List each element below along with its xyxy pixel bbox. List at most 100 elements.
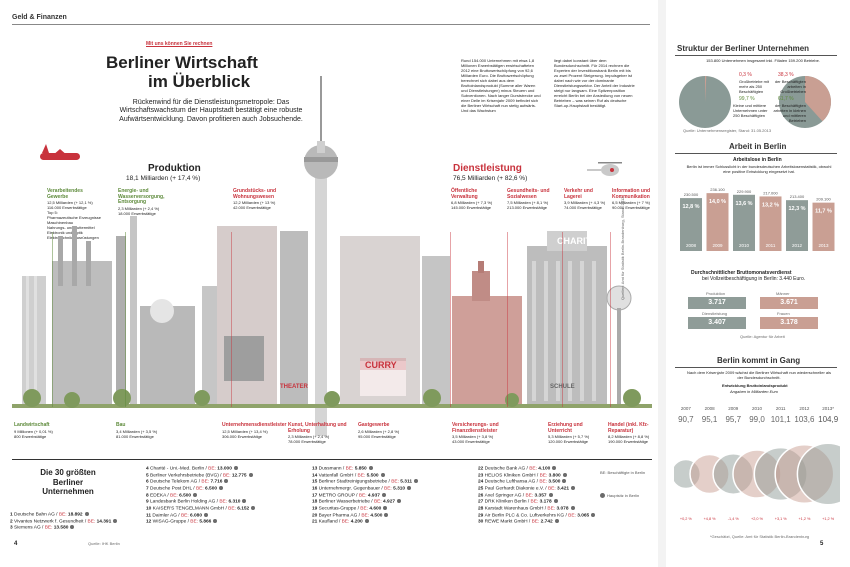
gdp-growth-label: +0,2 % xyxy=(680,517,693,521)
bar-rate-label: 11,7 % xyxy=(815,209,832,215)
work-subtitle: Arbeitslose in Berlin xyxy=(733,157,782,163)
table-row: 5 Berliner Verkehrsbetriebe (BVG) / BE: … xyxy=(146,472,255,480)
gdp-year-label: 2010 xyxy=(752,406,763,411)
sector-agriculture: Landwirtschaft 9 Millionen (+ 0,01 %) 80… xyxy=(14,422,53,439)
hq-dot-icon xyxy=(383,506,388,511)
gdp-growth-label: +3,1 % xyxy=(775,517,788,521)
sector-public-admin: Öffentliche Verwaltung 6,8 Milliarden (+… xyxy=(451,188,493,211)
income-men: 3.671 xyxy=(760,297,818,309)
table-row: 22 Deutsche Bank AG / BE: 4.100 xyxy=(478,466,595,473)
company-count: 5.500 xyxy=(366,472,379,478)
company-count: 6.080 xyxy=(190,512,203,518)
hq-dot-icon xyxy=(570,506,575,511)
company-count: 3.357 xyxy=(534,492,547,498)
income-label-men: Männer xyxy=(776,291,790,296)
top30-source: Quelle: IHK Berlin xyxy=(88,541,120,546)
company-count: 13.580 xyxy=(53,525,69,531)
table-row: 10 KAISER'S TENGELMANN GmbH / BE: 6.152 xyxy=(146,506,256,513)
section-label: Geld & Finanzen xyxy=(12,14,67,21)
city-buildings-left xyxy=(217,226,450,406)
company-bez: BE: xyxy=(547,506,557,512)
theater-sign: THEATER xyxy=(280,384,309,390)
company-name: Deutsche Bank AG / xyxy=(484,466,530,472)
income-source: Quelle: Agentur für Arbeit xyxy=(740,334,785,339)
hq-dot-icon xyxy=(368,466,373,470)
company-bez: BE: xyxy=(539,479,549,485)
sector-manufacturing: Verarbeitendes Gewerbe 12,5 Milliarden (… xyxy=(47,188,102,241)
bar-count-label: 209.100 xyxy=(816,197,831,202)
bar xyxy=(786,200,808,251)
company-name: Vattenfall GmbH / xyxy=(318,472,358,478)
company-rank: 20 xyxy=(312,512,319,518)
sector-energy: Energie- und Wasserversorgung, Entsorgun… xyxy=(118,188,165,216)
page-number-right: 5 xyxy=(820,541,824,547)
company-count: 3.421 xyxy=(557,486,570,492)
header-rule xyxy=(12,24,650,25)
company-count: 5.850 xyxy=(354,466,367,472)
berlin-skyline-illustration: CURRY CHARITÉ THEATER SCHULE xyxy=(12,76,652,436)
pie-slice-large-firm-employees xyxy=(805,76,831,122)
hero-subtitle: Rückenwind für die Dienstleistungsmetrop… xyxy=(119,99,303,123)
left-pie-small-pct: 0,3 % xyxy=(739,72,752,78)
bar-rate-label: 12,8 % xyxy=(682,204,699,210)
table-row: 2 Vivantes Netzwerk f. Gesundheit / BE: … xyxy=(10,518,118,526)
bar xyxy=(733,194,755,251)
hq-dot-icon xyxy=(113,518,118,523)
income-label-production: Produktion xyxy=(706,291,726,296)
company-count: 7.716 xyxy=(210,479,223,485)
table-row: 12 WISAG-Gruppe / BE: 5.866 xyxy=(146,519,255,526)
company-name: Deutsche Bahn AG / xyxy=(14,512,59,518)
company-bez: BE: xyxy=(384,486,394,492)
company-rank: 16 xyxy=(312,486,319,492)
table-row: 6 Deutsche Telekom AG / BE: 7.716 xyxy=(146,479,255,486)
table-row: 29 Air Berlin PLC & Co. Luftverkehrs KG … xyxy=(478,512,596,520)
hq-dot-icon xyxy=(548,492,553,497)
income-production: 3.717 xyxy=(688,297,746,309)
company-name: KAISER'S TENGELMANN GmbH / xyxy=(152,506,229,512)
company-rank: 7 xyxy=(146,486,151,492)
company-rank: 10 xyxy=(146,506,153,512)
sector-transport: Verkehr und Lagerei 3,9 Milliarden (+ 4,… xyxy=(564,188,606,211)
company-bez: BE: xyxy=(201,479,211,485)
company-count: 4.500 xyxy=(370,512,383,518)
page-number-left: 4 xyxy=(14,541,18,547)
sector-health: Gesundheits- und Sozialwesen 7,5 Milliar… xyxy=(507,188,550,211)
hq-dot-icon xyxy=(248,472,253,477)
bar-year-label: 2013 xyxy=(818,243,829,248)
structure-source: Quelle: Unternehmensregister, Stand: 31.… xyxy=(683,128,772,133)
hq-dot-icon xyxy=(381,492,386,497)
hq-dot-icon xyxy=(553,499,558,504)
company-name: Charité - Uni.-Med. Berlin / xyxy=(150,466,209,472)
company-rank: 6 xyxy=(146,479,151,485)
company-rank: 27 xyxy=(478,499,485,505)
company-bez: BE: xyxy=(360,506,370,512)
company-rank: 3 xyxy=(10,525,15,531)
table-row: 30 REWE Markt GmbH / BE: 2.742 xyxy=(478,519,595,526)
work-text: Berlin ist immer Schlusslicht in der bun… xyxy=(686,164,832,174)
company-count: 6.310 xyxy=(228,499,241,505)
gdp-growth-label: +1,2 % xyxy=(798,517,811,521)
top30-legend: BE: Beschäftigte in Berlin xyxy=(600,470,646,475)
table-row: 3 Siemens AG / BE: 13.580 xyxy=(10,525,117,532)
company-bez: BE: xyxy=(539,472,549,478)
company-count: 5.310 xyxy=(393,486,406,492)
company-rank: 14 xyxy=(312,472,319,478)
company-count: 18.892 xyxy=(67,512,83,518)
schule-sign: SCHULE xyxy=(550,384,575,390)
bar-rate-label: 14,0 % xyxy=(709,199,726,205)
hero-kicker: Mit uns können Sie rechnen xyxy=(146,41,213,47)
company-bez: BE: xyxy=(219,499,229,505)
company-bez: BE: xyxy=(529,466,539,472)
company-bez: BE: xyxy=(190,519,200,525)
work-rule xyxy=(675,153,837,154)
hq-dot-icon xyxy=(213,519,218,524)
company-bez: BE: xyxy=(373,499,384,505)
company-name: Landesbank Berlin Holding AG / xyxy=(150,499,220,505)
pie-slice-large-firms xyxy=(705,76,707,102)
hero-title-2: im Überblick xyxy=(148,72,251,91)
company-name: Berliner Stadtreinigungsbetriebe / xyxy=(318,479,392,485)
company-bez: BE: xyxy=(358,492,368,498)
table-row: 13 Dussmann / BE: 5.850 xyxy=(312,466,418,473)
company-bez: BE: xyxy=(530,499,540,505)
company-count: 3.065 xyxy=(577,512,590,518)
